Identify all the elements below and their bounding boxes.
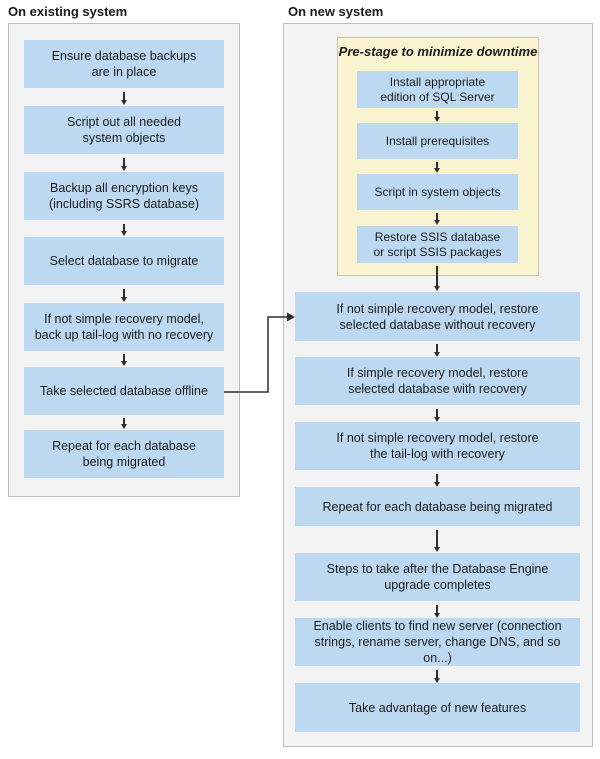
arrow-down-icon <box>433 266 440 291</box>
arrow-down-icon <box>120 224 127 236</box>
step-restore-ssis: Restore SSIS database or script SSIS pac… <box>357 226 518 263</box>
cross-column-connector-arrow <box>224 312 295 393</box>
arrow-down-icon <box>433 344 440 357</box>
step-backup-keys: Backup all encryption keys (including SS… <box>24 172 224 220</box>
arrow-down-icon <box>120 289 127 302</box>
step-repeat-new: Repeat for each database being migrated <box>295 487 580 526</box>
arrow-down-icon <box>120 418 127 429</box>
arrow-down-icon <box>433 162 440 173</box>
step-install-sql-server: Install appropriate edition of SQL Serve… <box>357 71 518 108</box>
arrow-down-icon <box>433 530 440 552</box>
step-enable-clients: Enable clients to find new server (conne… <box>295 618 580 666</box>
step-restore-without-recovery: If not simple recovery model, restore se… <box>295 292 580 341</box>
existing-system-title: On existing system <box>8 4 128 19</box>
prestage-group-title: Pre-stage to minimize downtime <box>338 44 538 59</box>
arrow-down-icon <box>433 605 440 618</box>
step-restore-taillog: If not simple recovery model, restore th… <box>295 422 580 470</box>
arrow-down-icon <box>433 670 440 683</box>
step-backup-taillog: If not simple recovery model, back up ta… <box>24 303 224 351</box>
step-repeat-existing: Repeat for each database being migrated <box>24 430 224 478</box>
step-install-prereqs: Install prerequisites <box>357 123 518 159</box>
step-script-in-objects: Script in system objects <box>357 174 518 210</box>
arrow-down-icon <box>433 111 440 122</box>
arrow-down-icon <box>433 213 440 225</box>
step-ensure-backups: Ensure database backups are in place <box>24 40 224 88</box>
arrow-down-icon <box>120 92 127 105</box>
new-system-title: On new system <box>288 4 384 19</box>
arrow-down-icon <box>120 158 127 171</box>
step-new-features: Take advantage of new features <box>295 683 580 732</box>
step-select-database: Select database to migrate <box>24 237 224 285</box>
step-script-out-objects: Script out all needed system objects <box>24 106 224 154</box>
step-restore-with-recovery: If simple recovery model, restore select… <box>295 357 580 405</box>
step-post-upgrade: Steps to take after the Database Engine … <box>295 553 580 601</box>
step-take-offline: Take selected database offline <box>24 367 224 415</box>
arrow-down-icon <box>433 409 440 422</box>
arrow-down-icon <box>433 474 440 487</box>
arrow-down-icon <box>120 354 127 366</box>
